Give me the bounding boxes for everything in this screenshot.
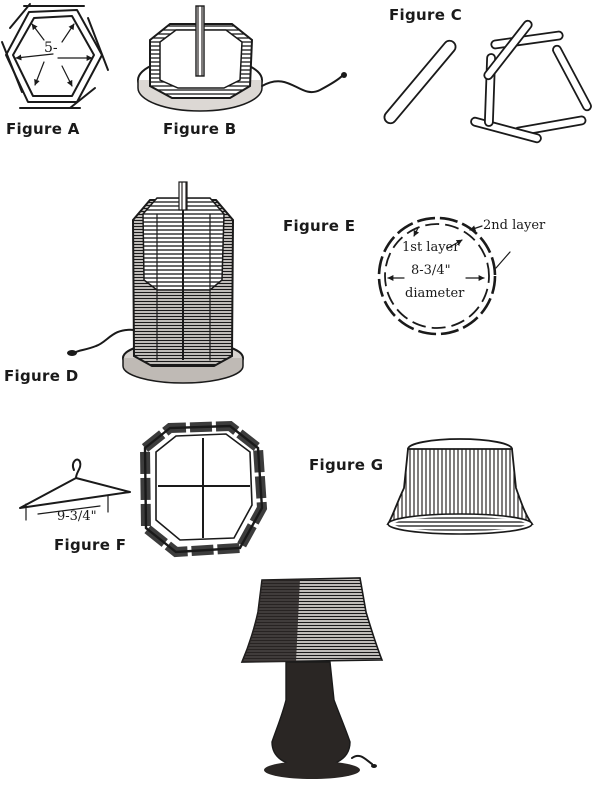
figure-b-label: Figure B: [163, 120, 237, 138]
figure-b-base-assembly: [137, 5, 347, 112]
figure-e-dimension-caption: diameter: [405, 286, 465, 301]
figure-f-hanger-and-ring: [19, 420, 268, 558]
figure-e-dimension: 8-3/4": [411, 263, 451, 278]
figure-c-stick-and-hexagon: [383, 19, 592, 144]
figure-a-number: 5-: [44, 40, 58, 56]
figure-g-label: Figure G: [309, 456, 384, 474]
figure-e-two-layer-ring: [377, 216, 511, 336]
figure-e-outer-callout: 2nd layer: [483, 218, 546, 233]
figure-f-label: Figure F: [54, 536, 127, 554]
figure-e-label: Figure E: [283, 217, 356, 235]
figure-g-shade: [386, 438, 534, 535]
figure-f-dimension: 9-3/4": [57, 509, 97, 524]
figure-a-label: Figure A: [6, 120, 80, 138]
figure-d-tower-assembly: [67, 181, 244, 384]
figure-d-label: Figure D: [4, 367, 79, 385]
figure-e-inner-callout: 1st layer: [402, 240, 460, 255]
figure-c-label: Figure C: [389, 6, 463, 24]
figure-a-hexagon: [1, 3, 109, 109]
finished-lamp: [240, 577, 384, 779]
